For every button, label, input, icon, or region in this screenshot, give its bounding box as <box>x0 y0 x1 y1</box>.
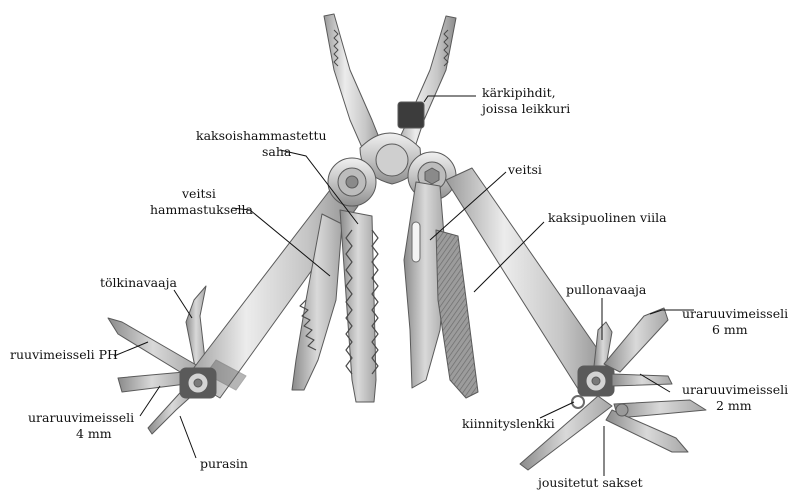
label-needle-nose-pliers-line2: joissa leikkuri <box>480 101 570 116</box>
leader-flat-screwdriver-2mm <box>639 373 671 393</box>
bottle-opener-blade <box>593 321 613 367</box>
label-flat-screwdriver-4mm-line2: 4 mm <box>76 426 112 441</box>
flat-screwdriver-6mm-blade <box>603 307 669 373</box>
leader-knife <box>429 171 507 241</box>
label-can-opener: tölkinavaaja <box>100 275 177 290</box>
leader-lanyard-ring <box>539 401 575 419</box>
label-bottle-opener: pullonavaaja <box>566 282 647 297</box>
label-double-saw-line2: saha <box>262 144 292 159</box>
multitool-illustration <box>107 13 707 471</box>
leader-flat-screwdriver-6mm <box>649 309 694 315</box>
leader-can-opener <box>173 289 193 319</box>
scissors-blade-lower <box>605 409 689 453</box>
scissors-handle <box>519 395 613 471</box>
label-phillips-screwdriver: ruuvimeisseli PH <box>10 347 118 362</box>
left-handle <box>179 189 359 399</box>
label-serrated-knife-line1: veitsi <box>181 186 216 201</box>
right-handle <box>445 167 615 397</box>
double-saw <box>339 209 379 403</box>
leader-awl <box>179 415 197 459</box>
leader-flat-screwdriver-4mm <box>139 385 161 417</box>
label-flat-screwdriver-6mm-line1: uraruuvimeisseli <box>682 306 788 321</box>
knife <box>403 181 447 389</box>
label-flat-screwdriver-4mm-line1: uraruuvimeisseli <box>28 410 134 425</box>
label-double-saw-line1: kaksoishammastettu <box>196 128 327 143</box>
needle-nose-pliers <box>323 13 457 185</box>
leader-needle-nose-pliers <box>423 95 476 103</box>
label-flat-screwdriver-2mm-line2: 2 mm <box>716 398 752 413</box>
right-tool-fan <box>519 307 707 471</box>
label-flat-screwdriver-2mm-line1: uraruuvimeisseli <box>682 382 788 397</box>
leader-serrated-knife <box>231 207 331 277</box>
double-file <box>435 229 479 399</box>
lanyard-ring-shape <box>571 395 585 409</box>
label-double-file: kaksipuolinen viila <box>548 210 667 225</box>
flat-screwdriver-2mm-blade <box>611 373 673 387</box>
label-knife: veitsi <box>507 162 542 177</box>
label-awl: purasin <box>200 456 248 471</box>
leader-double-file <box>473 221 545 293</box>
label-serrated-knife-line2: hammastuksella <box>150 202 254 217</box>
leader-lines <box>113 95 694 476</box>
label-needle-nose-pliers-line1: kärkipihdit, <box>482 85 556 100</box>
label-flat-screwdriver-6mm-line2: 6 mm <box>712 322 748 337</box>
label-lanyard-ring: kiinnityslenkki <box>462 416 555 431</box>
labels: kärkipihdit, joissa leikkuri kaksoishamm… <box>10 85 788 490</box>
left-pivot <box>327 157 377 207</box>
serrated-knife <box>291 213 343 391</box>
leader-double-saw <box>279 149 359 225</box>
leader-phillips-screwdriver <box>113 341 149 357</box>
label-spring-scissors: jousitetut sakset <box>536 475 643 490</box>
flat-screwdriver-4mm-blade <box>117 371 187 393</box>
